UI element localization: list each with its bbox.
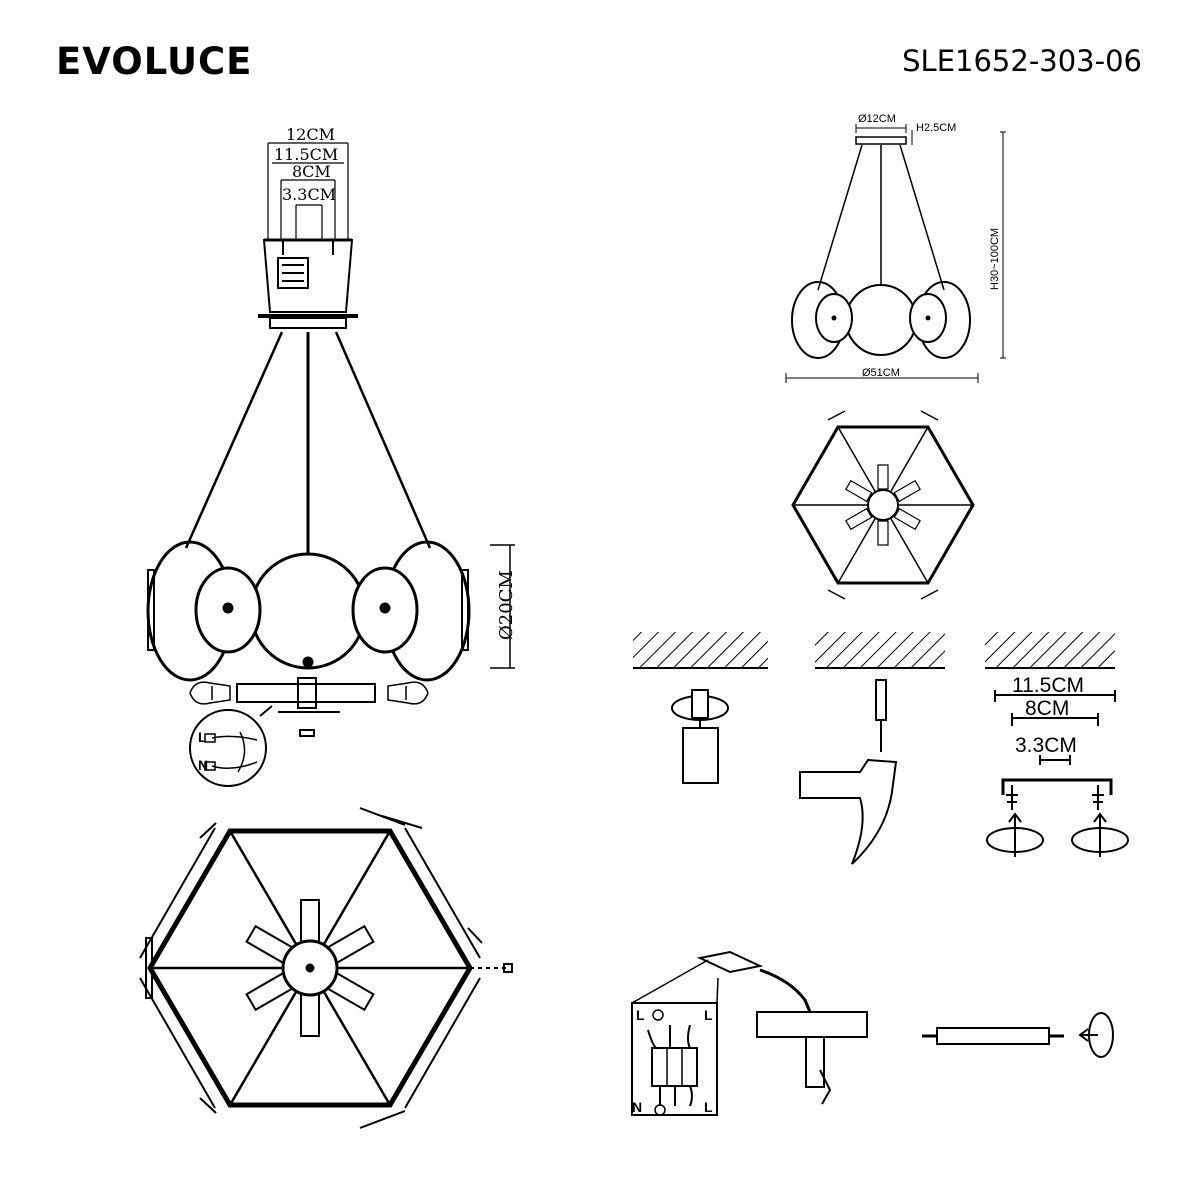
- canopy-bracket: [258, 238, 358, 329]
- mount-dim-11-5cm: 11.5CM: [1012, 674, 1084, 697]
- dim-8cm: 8CM: [292, 162, 331, 181]
- wire-label-l: L: [198, 729, 207, 745]
- install-step-drill: [633, 632, 768, 784]
- lamp-arms: [245, 899, 375, 1037]
- height-dimension: [490, 544, 515, 669]
- install-step-bracket: [985, 632, 1129, 857]
- bulb-left: [189, 681, 231, 705]
- suspension-cables: [184, 331, 432, 555]
- front-view: 12CM 11.5CM 8CM 3.3CM: [146, 125, 517, 787]
- small-canopy-height: H2.5CM: [916, 122, 956, 134]
- wiring-detail: [631, 950, 1114, 1116]
- bottom-view: [139, 807, 513, 1129]
- height-label: Ø20CM: [496, 570, 517, 640]
- brand-name: EVOLUCE: [56, 40, 253, 83]
- mount-dim-3-3cm: 3.3CM: [1015, 734, 1077, 757]
- model-number: SLE1652-303-06: [902, 44, 1142, 78]
- small-front-view: [785, 124, 1006, 383]
- small-canopy-diameter: Ø12CM: [858, 113, 896, 125]
- small-bottom-view: [791, 410, 975, 600]
- dim-3-3cm: 3.3CM: [282, 185, 336, 204]
- wiring-label-top-right: L: [704, 1007, 713, 1023]
- wiring-label-top-left: L: [636, 1007, 645, 1023]
- dim-12cm: 12CM: [286, 125, 335, 144]
- wire-label-n: N: [198, 757, 208, 773]
- ring-assembly: [146, 540, 471, 682]
- dim-11-5cm: 11.5CM: [274, 145, 338, 164]
- wiring-label-bottom-right: L: [704, 1099, 713, 1115]
- mount-dim-8cm: 8CM: [1025, 697, 1069, 720]
- bulb-right: [387, 681, 429, 705]
- small-diameter: Ø51CM: [862, 367, 900, 379]
- outer-clips: [139, 807, 513, 1129]
- lamp-holder-bar: [236, 677, 376, 737]
- wire-detail-circle: [189, 705, 273, 787]
- wiring-label-bottom-left: N: [632, 1099, 642, 1115]
- install-step-hammer: [799, 632, 945, 865]
- canopy-dimension-lines: [267, 142, 349, 240]
- small-total-height: H30~100CM: [989, 228, 1001, 290]
